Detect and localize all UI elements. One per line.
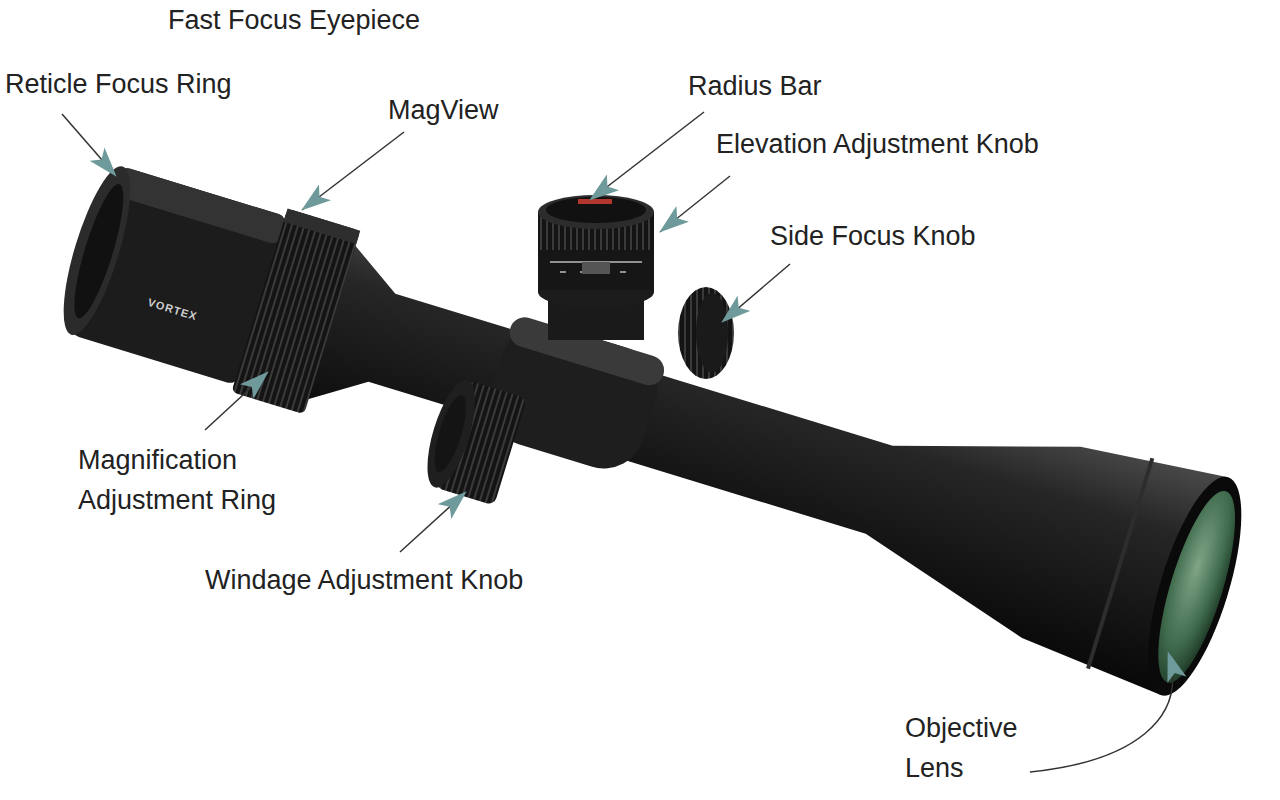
eyepiece-label: Fast Focus Eyepiece [168,0,568,40]
leader-lines [62,112,1173,772]
reticle-ring-label: Reticle Focus Ring [5,64,325,104]
windage-knob [418,375,527,505]
side-focus-knob [678,287,734,379]
magview-label: MagView [388,90,588,130]
objective-lens-label: Objective Lens [905,708,1047,788]
side-focus-label: Side Focus Knob [770,216,1090,256]
radius-bar-label: Radius Bar [688,66,948,106]
windage-knob-label: Windage Adjustment Knob [205,560,625,600]
elevation-knob-label: Elevation Adjustment Knob [716,124,1136,164]
elevation-turret [538,195,654,340]
scope-body [43,135,1261,705]
magnification-ring-label: Magnification Adjustment Ring [78,440,340,520]
